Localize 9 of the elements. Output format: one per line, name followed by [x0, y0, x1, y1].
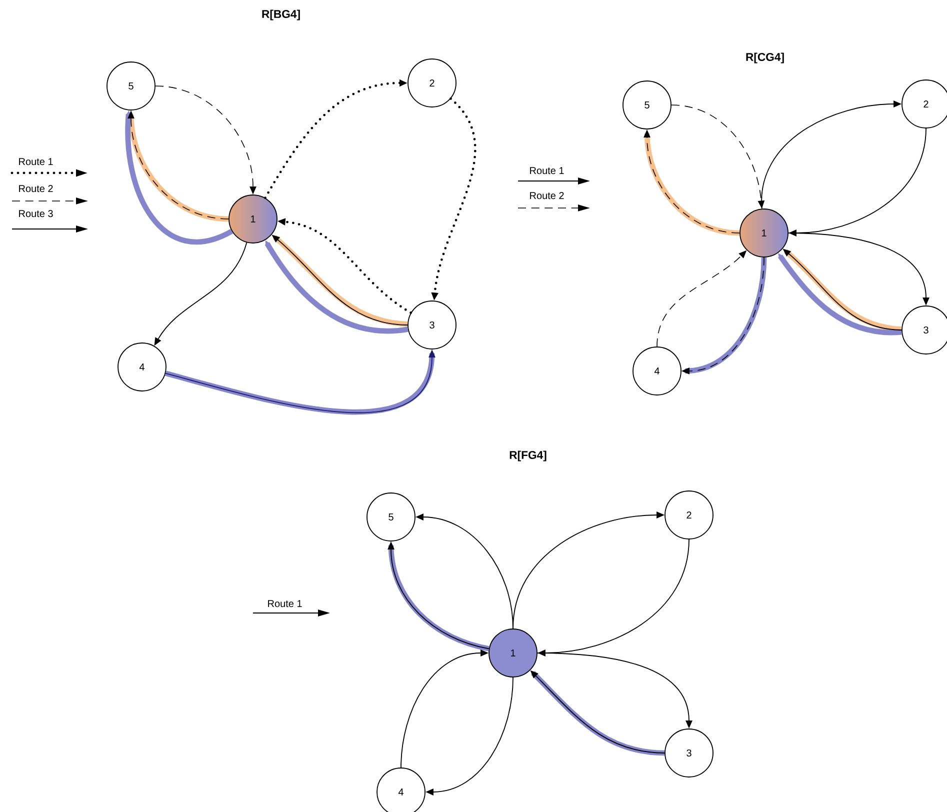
graph-title: R[BG4]: [262, 10, 300, 20]
legend-label: Route 1: [268, 600, 302, 608]
legend-label: Route 2: [19, 185, 53, 192]
legend-label: Route 2: [530, 192, 564, 200]
graph-title: R[FG4]: [510, 450, 546, 462]
legend-label: Route 1: [19, 158, 53, 166]
legend-label: Route 3: [19, 210, 53, 218]
graph-title: R[CG4]: [746, 52, 784, 64]
legend-label: Route 1: [530, 167, 564, 174]
